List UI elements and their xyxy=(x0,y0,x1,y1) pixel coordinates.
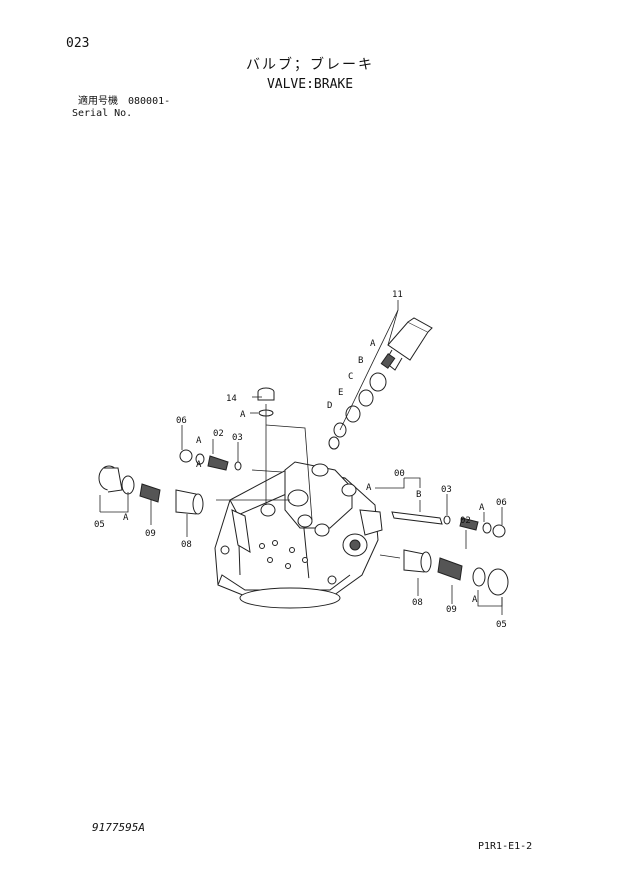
callout-06-left: 06 xyxy=(176,416,187,426)
document-number: 9177595A xyxy=(92,821,145,834)
callout-labels: 11 A B C E D 14 A 06 A 02 03 05 A 09 08 … xyxy=(94,290,507,630)
callout-05-right: 05 xyxy=(496,620,507,630)
left-parts xyxy=(98,449,242,515)
callout-08-right: 08 xyxy=(412,598,423,608)
callout-09-right: 09 xyxy=(446,605,457,615)
callout-A-7: A xyxy=(472,595,478,605)
callout-11: 11 xyxy=(392,290,403,300)
callout-B-2: B xyxy=(416,490,421,500)
callout-A-5: A xyxy=(366,483,372,493)
part-11-cartridge xyxy=(328,317,433,450)
callout-02-right: 02 xyxy=(460,516,471,526)
callout-A-6: A xyxy=(479,503,485,513)
title-japanese: バルブ；ブレーキ xyxy=(246,57,374,73)
serial-label-japanese: 適用号機 xyxy=(78,96,118,107)
callout-A-1: A xyxy=(370,339,376,349)
serial-number-value: 080001- xyxy=(128,96,171,107)
callout-A-4: A xyxy=(123,513,129,523)
callout-14: 14 xyxy=(226,394,237,404)
callout-B-1: B xyxy=(358,356,363,366)
callout-09-left: 09 xyxy=(145,529,156,539)
callout-03-right: 03 xyxy=(441,485,452,495)
callout-A-2: A xyxy=(240,410,246,420)
callout-A-8: A xyxy=(196,460,202,470)
page-code: P1R1-E1-2 xyxy=(478,841,533,852)
callout-08-left: 08 xyxy=(181,540,192,550)
serial-label-english: Serial No. xyxy=(72,108,133,119)
title-english: VALVE:BRAKE xyxy=(266,77,354,92)
callout-02-left: 02 xyxy=(213,429,224,439)
leader-lines xyxy=(99,300,503,615)
callout-E: E xyxy=(338,388,343,398)
callout-06-right: 06 xyxy=(496,498,507,508)
callout-C: C xyxy=(348,372,353,382)
callout-A-3: A xyxy=(196,436,202,446)
callout-03-left: 03 xyxy=(232,433,243,443)
callout-05-left: 05 xyxy=(94,520,105,530)
callout-D: D xyxy=(327,401,332,411)
page-number: 023 xyxy=(66,36,90,51)
callout-00: 00 xyxy=(394,469,405,479)
valve-body xyxy=(214,461,383,609)
right-parts xyxy=(391,511,509,596)
